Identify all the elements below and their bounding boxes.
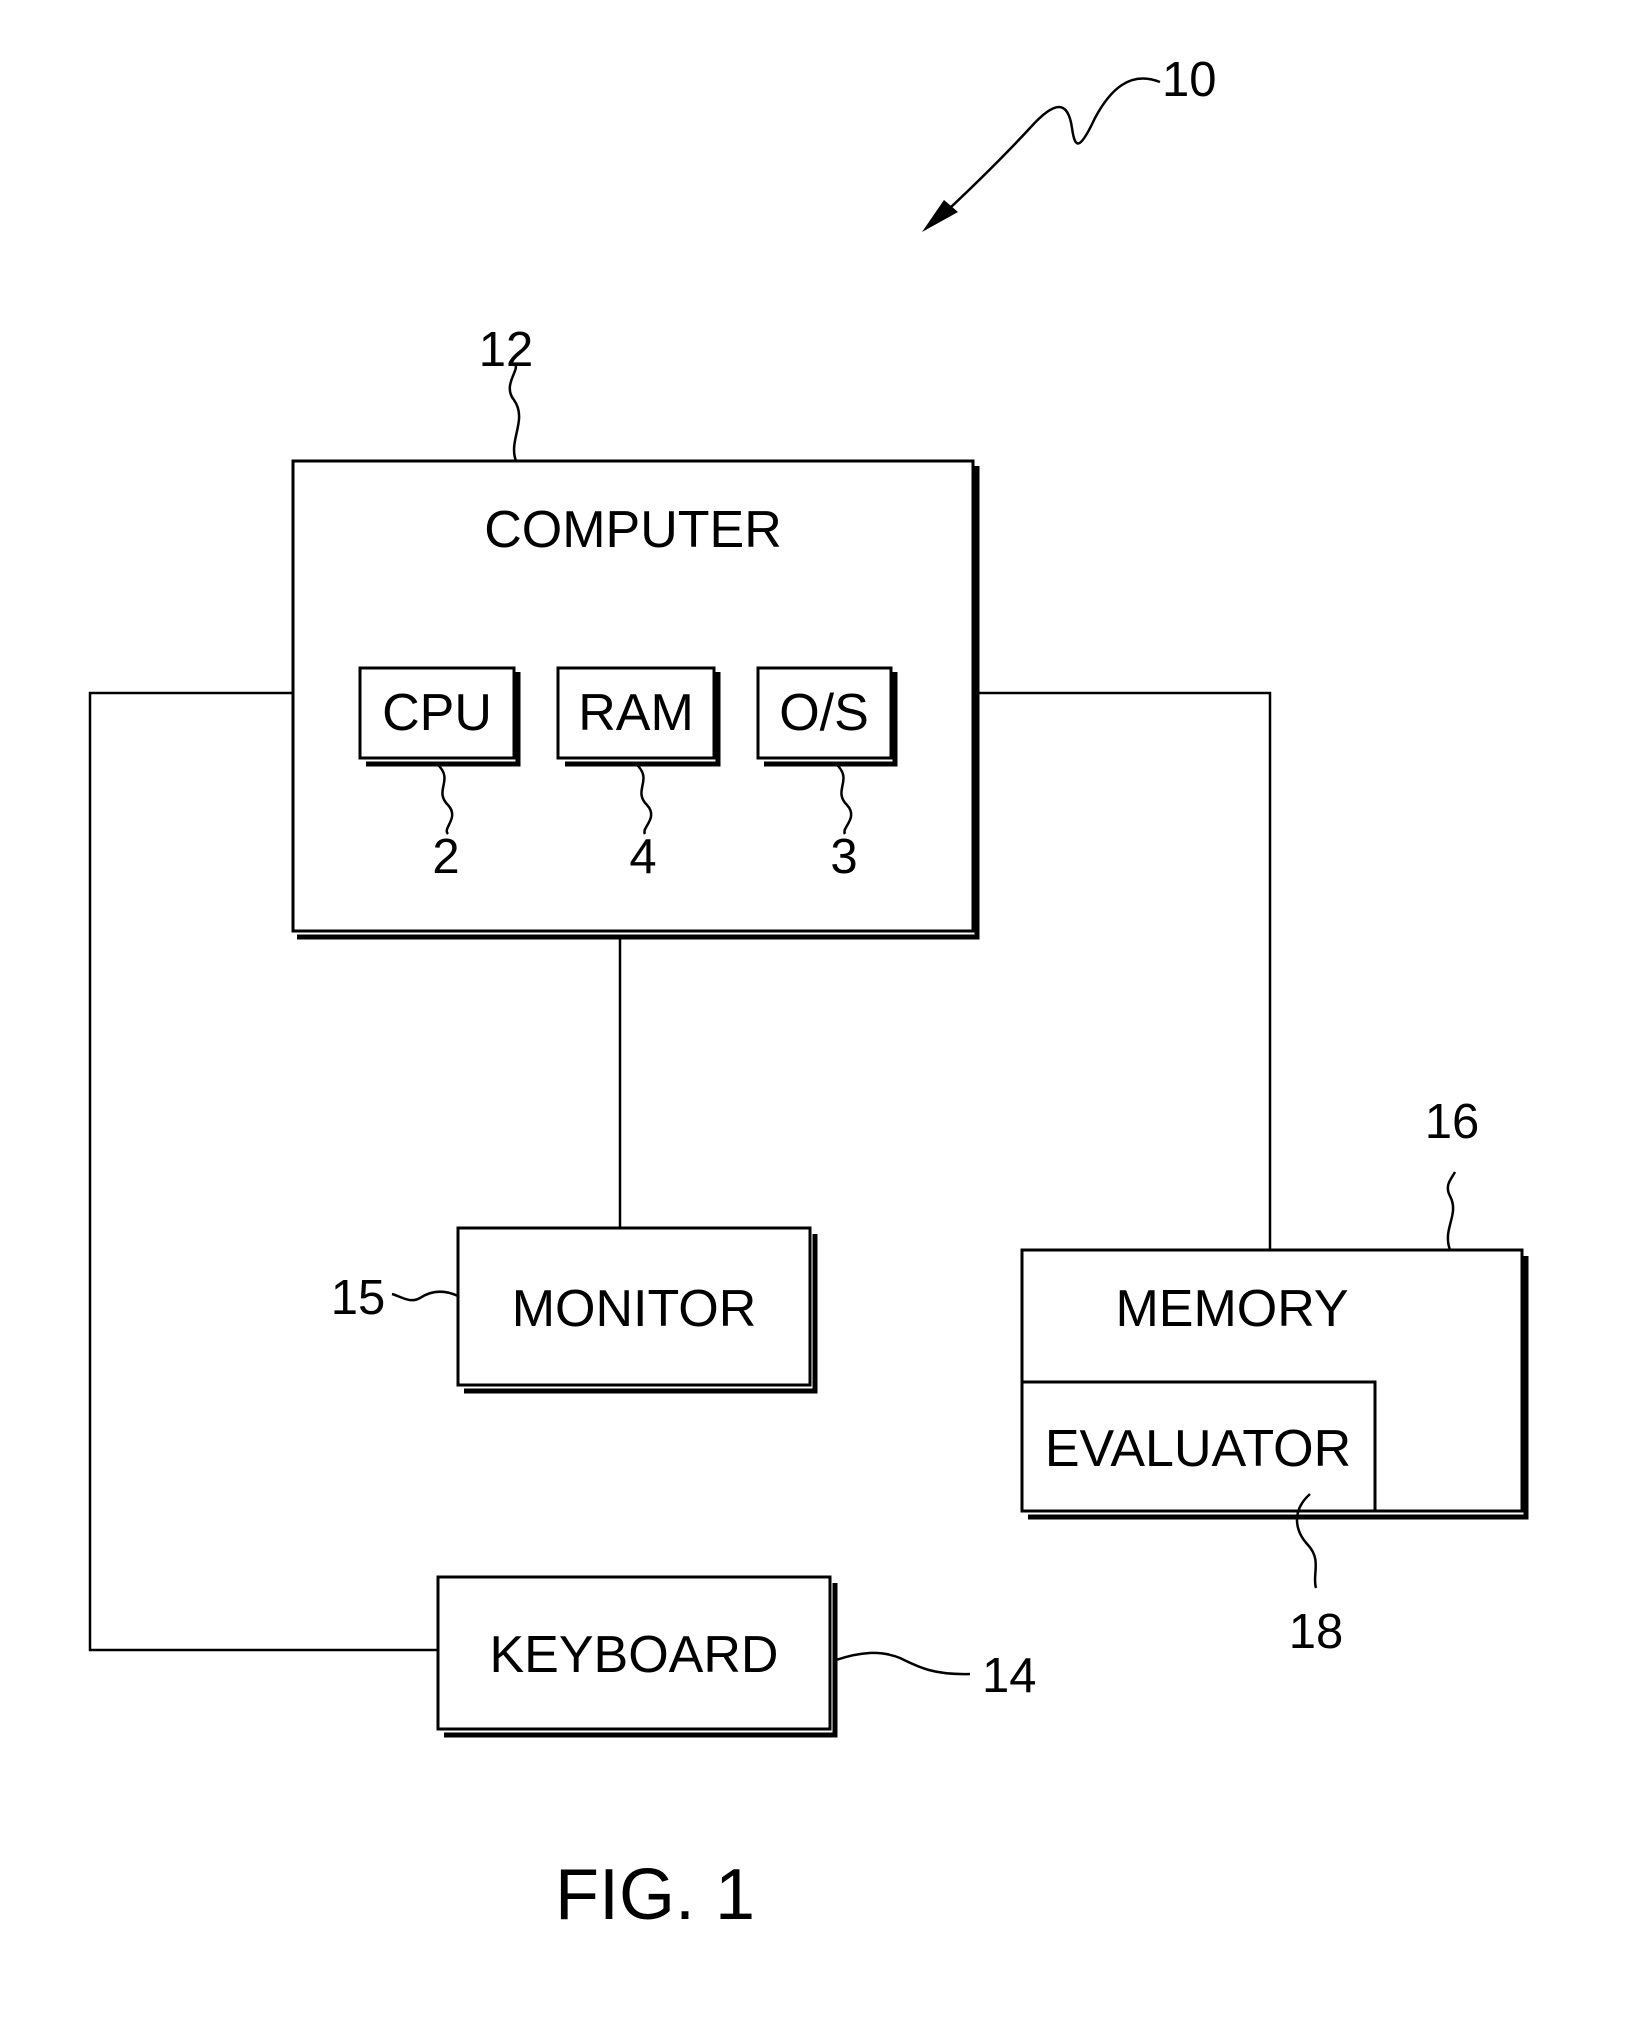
- computer-to-memory-wire: [974, 693, 1270, 1250]
- computer-reference-number: 12: [479, 323, 534, 377]
- evaluator-block: EVALUATOR 18: [1022, 1382, 1375, 1659]
- memory-label: MEMORY: [1115, 1280, 1348, 1338]
- evaluator-reference-number: 18: [1289, 1605, 1344, 1659]
- computer-leader: [510, 364, 519, 461]
- monitor-block: MONITOR 15: [331, 1228, 815, 1391]
- cpu-reference-number: 2: [432, 830, 459, 884]
- computer-label: COMPUTER: [484, 501, 782, 559]
- monitor-leader: [392, 1292, 458, 1300]
- system-reference-number: 10: [1162, 53, 1217, 107]
- cpu-label: CPU: [382, 684, 492, 742]
- monitor-reference-number: 15: [331, 1271, 386, 1325]
- ram-label: RAM: [578, 684, 694, 742]
- keyboard-label: KEYBOARD: [490, 1626, 779, 1684]
- ram-reference-number: 4: [629, 830, 656, 884]
- memory-reference-number: 16: [1425, 1095, 1480, 1149]
- keyboard-block: KEYBOARD 14: [438, 1577, 1037, 1735]
- system-reference-arrow: [935, 78, 1160, 222]
- keyboard-leader: [836, 1653, 970, 1674]
- os-label: O/S: [779, 684, 869, 742]
- system-reference: 10: [922, 53, 1217, 232]
- evaluator-label: EVALUATOR: [1045, 1420, 1351, 1478]
- monitor-label: MONITOR: [512, 1280, 757, 1338]
- figure-caption: FIG. 1: [555, 1855, 755, 1935]
- memory-leader: [1448, 1172, 1455, 1250]
- os-reference-number: 3: [830, 830, 857, 884]
- keyboard-reference-number: 14: [982, 1649, 1037, 1703]
